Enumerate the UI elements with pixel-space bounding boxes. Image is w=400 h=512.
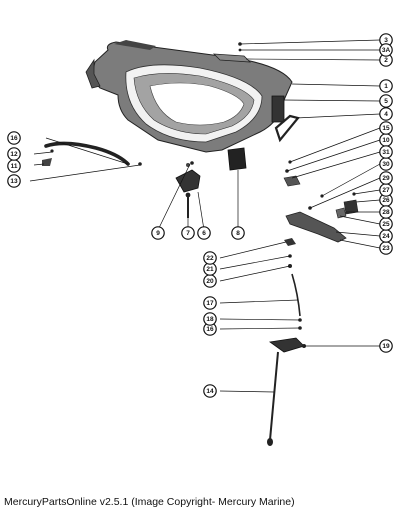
callout-16: 16 [7, 131, 21, 145]
bumper-part-5 [271, 95, 300, 143]
small-parts-group [283, 160, 324, 210]
callout-number: 29 [382, 175, 390, 182]
plate-part-2 [212, 42, 252, 63]
callout-number: 18 [206, 316, 214, 323]
callout-number: 8 [236, 230, 240, 237]
callout-number: 4 [384, 111, 388, 118]
callout-number: 15 [382, 125, 390, 132]
callout-30: 30 [379, 157, 393, 171]
callout-number: 13 [10, 178, 18, 185]
callout-number: 20 [206, 278, 214, 285]
leader-lines [29, 39, 381, 393]
callout-number: 17 [206, 300, 214, 307]
clip-parts-20-22 [284, 238, 296, 268]
callout-number: 6 [202, 230, 206, 237]
callout-8: 8 [231, 226, 245, 240]
callout-22: 22 [203, 251, 217, 265]
rod-part-17 [291, 273, 302, 330]
callout-number: 9 [156, 230, 160, 237]
callout-20: 20 [203, 274, 217, 288]
callout-27: 27 [379, 183, 393, 197]
callout-number: 2 [384, 57, 388, 64]
callout-14: 14 [203, 384, 217, 398]
callout-number: 14 [206, 388, 214, 395]
block-part-8 [227, 147, 247, 171]
callout-number: 5 [384, 98, 388, 105]
callout-number: 22 [206, 255, 214, 262]
callout-25: 25 [379, 217, 393, 231]
callout-number: 26 [382, 197, 390, 204]
callout-number: 3A [382, 47, 391, 54]
callout-number: 3 [384, 37, 388, 44]
callout-17: 17 [203, 296, 217, 310]
callout-13: 13 [7, 174, 21, 188]
callout-5: 5 [379, 94, 393, 108]
callout-number: 27 [382, 187, 390, 194]
callout-number: 24 [382, 233, 390, 240]
callout-number: 10 [382, 137, 390, 144]
callout-number: 21 [206, 266, 214, 273]
callout-number: 28 [382, 209, 390, 216]
lever-part-23 [285, 211, 347, 243]
callout-3a: 3A [379, 43, 393, 57]
small-bracket-group [335, 192, 359, 219]
callout-number: 1 [384, 83, 388, 90]
callout-number: 19 [382, 343, 390, 350]
callout-12: 12 [7, 147, 21, 161]
callout-9: 9 [151, 226, 165, 240]
callout-number: 12 [10, 151, 18, 158]
callout-23: 23 [379, 241, 393, 255]
lower-cowl [85, 40, 293, 153]
callout-number: 30 [382, 161, 390, 168]
hose-part-16 [44, 141, 130, 166]
callout-24: 24 [379, 229, 393, 243]
callout-28: 28 [379, 205, 393, 219]
callout-18: 18 [203, 312, 217, 326]
callout-number: 25 [382, 221, 390, 228]
callout-11: 11 [7, 159, 21, 173]
bracket-part-7 [175, 163, 201, 218]
callout-29: 29 [379, 171, 393, 185]
callout-31: 31 [379, 145, 393, 159]
callout-6: 6 [197, 226, 211, 240]
callout-1: 1 [379, 79, 393, 93]
callout-number: 11 [11, 163, 18, 170]
callout-4: 4 [379, 107, 393, 121]
callout-19: 19 [379, 339, 393, 353]
callout-number: 16 [10, 135, 18, 142]
callout-number: 7 [186, 230, 190, 237]
callout-number: 31 [382, 149, 390, 156]
copyright-caption: MercuryPartsOnline v2.5.1 (Image Copyrig… [4, 496, 295, 508]
callout-7: 7 [181, 226, 195, 240]
callout-number: 16 [206, 326, 214, 333]
callout-number: 23 [382, 245, 390, 252]
callout-10: 10 [379, 133, 393, 147]
callout-15: 15 [379, 121, 393, 135]
